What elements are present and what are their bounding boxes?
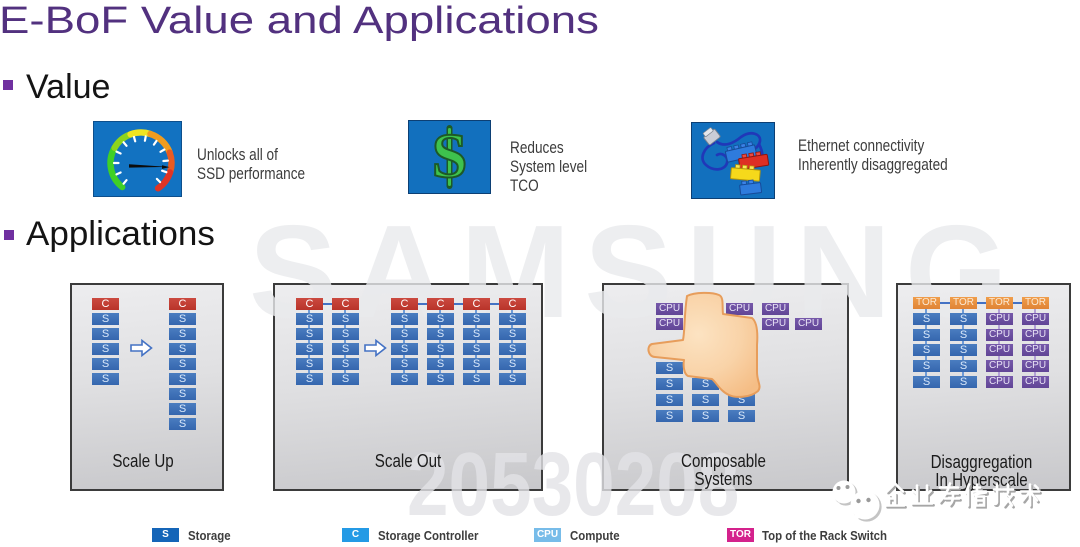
svg-text:S: S — [432, 120, 468, 191]
